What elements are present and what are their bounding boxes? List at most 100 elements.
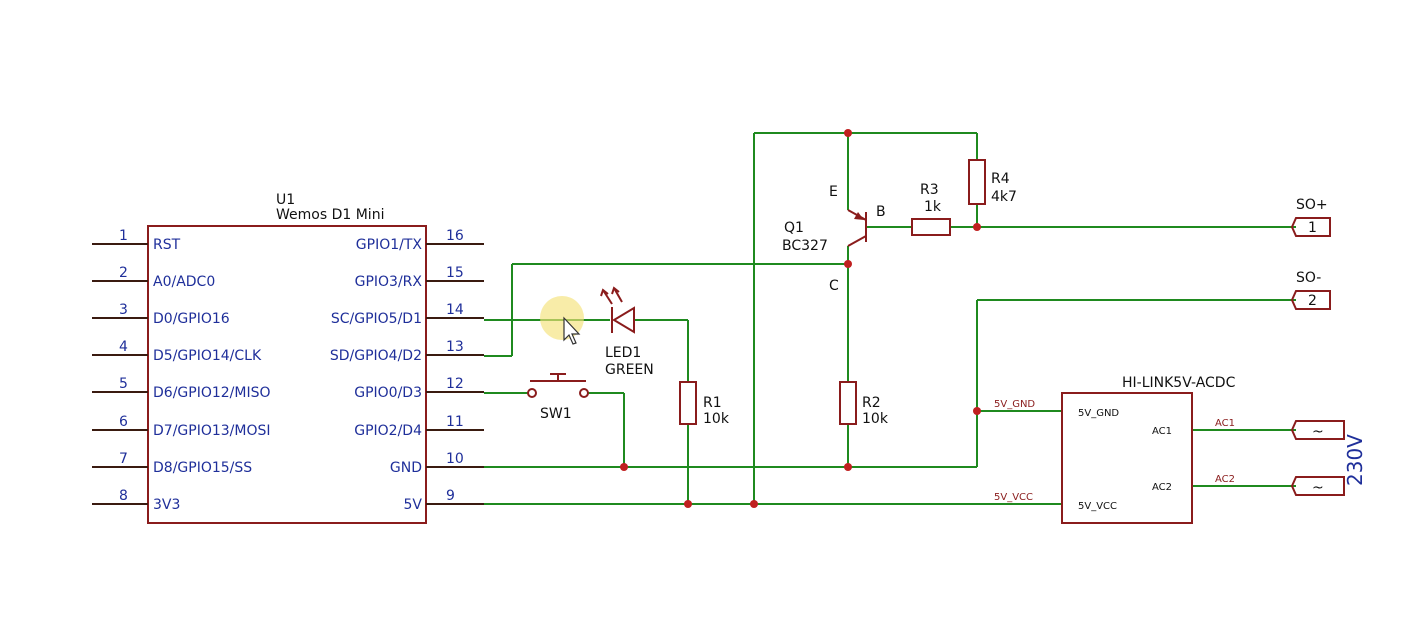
hilink-pin-ac1: AC1 (1152, 426, 1172, 437)
ac2-flag (1290, 476, 1345, 496)
r1-value: 10k (703, 411, 730, 427)
u1-pin-number: 5 (119, 376, 128, 392)
q1-pin-b: B (876, 204, 886, 220)
mouse-cursor-icon (540, 296, 584, 345)
junction-dot (973, 223, 981, 231)
connector-ac2[interactable]: ~ (1290, 476, 1345, 496)
u1-pin-name: SC/GPIO5/D1 (331, 311, 422, 327)
u1-pin-name: GPIO3/RX (355, 274, 423, 290)
led-triangle (612, 306, 635, 334)
hilink-name: HI-LINK5V-ACDC (1122, 375, 1236, 391)
u1-pin-number: 2 (119, 265, 128, 281)
u1-wemos-d1-mini[interactable]: U1 Wemos D1 Mini 1RST2A0/ADC03D0/GPIO164… (92, 192, 484, 524)
u1-pin-name: GND (390, 460, 422, 476)
led1-ref: LED1 (605, 345, 641, 361)
so-minus-label: SO- (1296, 270, 1321, 286)
q1-pin-e: E (829, 184, 838, 200)
r2-body (839, 381, 857, 425)
so-plus-label: SO+ (1296, 197, 1328, 213)
sw-contact-left (527, 388, 537, 398)
junctions (620, 129, 981, 508)
r2-ref: R2 (862, 395, 881, 411)
r2-value: 10k (862, 411, 889, 427)
u1-pin-name: D6/GPIO12/MISO (153, 385, 271, 401)
u1-pin-name: D0/GPIO16 (153, 311, 230, 327)
sw-contact-right (579, 388, 589, 398)
so-minus-flag (1290, 290, 1331, 310)
junction-dot (844, 463, 852, 471)
r2-resistor[interactable]: R2 10k (839, 381, 889, 427)
junction-dot (620, 463, 628, 471)
net-label-ac1: AC1 (1215, 418, 1235, 429)
led1-value: GREEN (605, 362, 654, 378)
u1-pin-name: GPIO1/TX (356, 237, 423, 253)
q1-transistor[interactable]: E B C Q1 BC327 (782, 184, 886, 294)
hilink-pin-gnd: 5V_GND (1078, 408, 1119, 419)
so-plus-flag (1290, 217, 1331, 237)
junction-dot (684, 500, 692, 508)
u1-pin-number: 9 (446, 488, 455, 504)
sw1-ref: SW1 (540, 406, 572, 422)
u1-pin-number: 14 (446, 302, 464, 318)
u1-body (147, 225, 427, 524)
u1-value: Wemos D1 Mini (276, 207, 384, 223)
ac2-symbol: ~ (1312, 480, 1324, 496)
u1-pin-number: 8 (119, 488, 128, 504)
hilink-pin-ac2: AC2 (1152, 482, 1172, 493)
r4-value: 4k7 (991, 189, 1017, 205)
r1-resistor[interactable]: R1 10k (679, 381, 730, 427)
u1-pin-number: 1 (119, 228, 128, 244)
junction-dot (844, 260, 852, 268)
u1-pin-name: D5/GPIO14/CLK (153, 348, 262, 364)
r4-ref: R4 (991, 171, 1010, 187)
voltage-label: 230V (1343, 434, 1367, 486)
r3-ref: R3 (920, 182, 939, 198)
u1-pin-number: 7 (119, 451, 128, 467)
led1[interactable]: LED1 GREEN (600, 286, 654, 378)
connector-so-minus[interactable]: SO- 2 (1290, 270, 1331, 310)
u1-pin-name: GPIO2/D4 (354, 423, 422, 439)
u1-pins: 1RST2A0/ADC03D0/GPIO164D5/GPIO14/CLK5D6/… (92, 228, 484, 513)
ac1-flag (1290, 420, 1345, 440)
q1-pin-c: C (829, 278, 839, 294)
junction-dot (750, 500, 758, 508)
junction-dot (973, 407, 981, 415)
q1-ref: Q1 (784, 220, 804, 236)
u1-pin-name: RST (153, 237, 181, 253)
r3-resistor[interactable]: R3 1k (911, 182, 951, 236)
r3-value: 1k (924, 199, 942, 215)
u1-pin-number: 15 (446, 265, 464, 281)
q1-collector-leg (847, 235, 867, 247)
net-label-5v-vcc: 5V_VCC (994, 492, 1033, 503)
junction-dot (844, 129, 852, 137)
so-plus-num: 1 (1308, 220, 1317, 236)
wires (484, 132, 1296, 505)
connector-so-plus[interactable]: SO+ 1 (1290, 197, 1331, 237)
led-arrowhead-2 (611, 286, 620, 295)
hilink-module[interactable]: HI-LINK5V-ACDC 5V_GND 5V_VCC AC1 AC2 5V_… (994, 375, 1236, 524)
u1-pin-number: 11 (446, 414, 464, 430)
u1-pin-name: GPIO0/D3 (354, 385, 422, 401)
connector-ac1[interactable]: ~ (1290, 420, 1345, 440)
hilink-pin-vcc: 5V_VCC (1078, 501, 1117, 512)
r3-body (911, 218, 951, 236)
r1-body (679, 381, 697, 425)
so-minus-num: 2 (1308, 293, 1317, 309)
net-label-5v-gnd: 5V_GND (994, 399, 1035, 410)
u1-pin-name: 3V3 (153, 497, 180, 513)
led-arrowhead-1 (600, 288, 609, 297)
r1-ref: R1 (703, 395, 722, 411)
u1-pin-name: 5V (404, 497, 423, 513)
u1-pin-name: D7/GPIO13/MOSI (153, 423, 271, 439)
u1-pin-name: SD/GPIO4/D2 (330, 348, 422, 364)
q1-emitter-arrow (854, 212, 864, 220)
r4-body (968, 159, 986, 205)
q1-value: BC327 (782, 238, 828, 254)
u1-ref: U1 (276, 192, 295, 208)
cursor-arrow (563, 316, 581, 345)
r4-resistor[interactable]: R4 4k7 (968, 159, 1017, 205)
u1-pin-number: 12 (446, 376, 464, 392)
sw1-pushbutton[interactable]: SW1 (527, 373, 589, 422)
